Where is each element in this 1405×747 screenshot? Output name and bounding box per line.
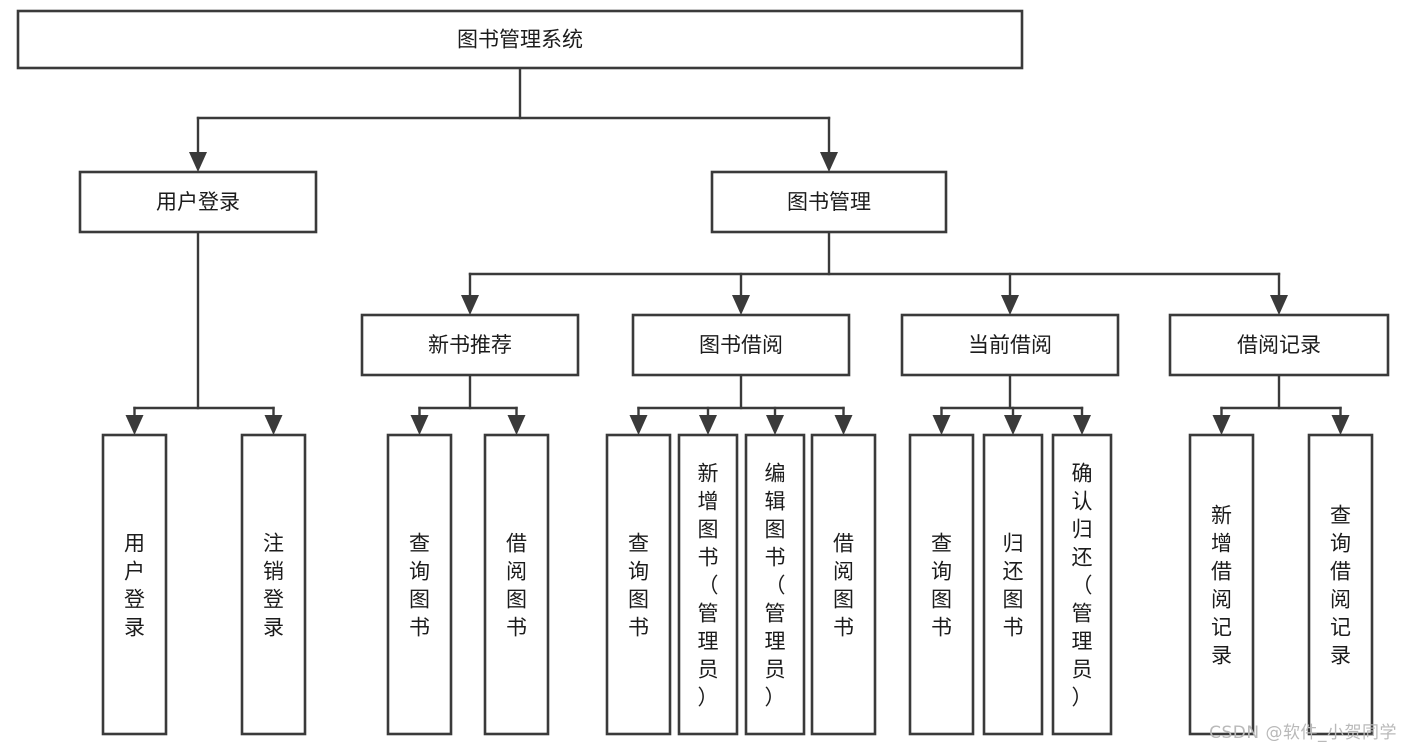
node-box-新书推荐 <box>360 313 580 377</box>
node-图书借阅[interactable]: 图书借阅 <box>631 313 851 377</box>
arrow-head-icon <box>932 415 951 435</box>
node-当前借阅[interactable]: 当前借阅 <box>900 313 1120 377</box>
node-label: 图书借阅 <box>699 333 783 357</box>
node-label: 确认归还（管理员） <box>1072 461 1093 709</box>
connector-layer <box>125 66 1350 435</box>
node-归还图书[interactable]: 归还图书 <box>982 433 1044 736</box>
node-box-图书借阅 <box>631 313 851 377</box>
node-label: 注销登录 <box>263 531 284 639</box>
node-box-用户登录 <box>78 170 318 234</box>
node-注销登录[interactable]: 注销登录 <box>240 433 307 736</box>
arrow-head-icon <box>507 415 526 435</box>
arrow-head-icon <box>766 415 784 435</box>
arrow-head-icon <box>820 152 838 172</box>
arrow-head-icon <box>264 415 283 435</box>
node-label: 查询借阅记录 <box>1330 503 1351 667</box>
node-借阅图书[interactable]: 借阅图书 <box>810 433 877 736</box>
arrow-head-icon <box>189 152 207 172</box>
node-label: 图书管理系统 <box>457 28 583 52</box>
watermark-text: CSDN @软件_小贺同学 <box>1209 723 1397 743</box>
node-box-当前借阅 <box>900 313 1120 377</box>
node-box-查询借阅记录 <box>1307 433 1374 736</box>
node-label: 新增图书（管理员） <box>698 461 719 709</box>
node-box-查询图书 <box>908 433 975 736</box>
node-label: 查询图书 <box>409 531 430 639</box>
arrow-head-icon <box>834 415 853 435</box>
node-box-注销登录 <box>240 433 307 736</box>
arrow-head-icon <box>461 295 479 315</box>
node-box-用户登录 <box>101 433 168 736</box>
node-label: 借阅记录 <box>1237 333 1321 357</box>
arrow-head-icon <box>732 295 750 315</box>
node-查询图书[interactable]: 查询图书 <box>908 433 975 736</box>
node-新增图书管理员[interactable]: 新增图书（管理员） <box>677 433 739 736</box>
node-box-编辑图书管理员 <box>744 433 806 736</box>
node-box-查询图书 <box>386 433 453 736</box>
node-box-图书管理系统 <box>16 9 1024 70</box>
node-box-借阅图书 <box>810 433 877 736</box>
node-label: 新增借阅记录 <box>1211 503 1232 667</box>
node-确认归还管理员[interactable]: 确认归还（管理员） <box>1051 433 1113 736</box>
arrow-head-icon <box>1004 415 1022 435</box>
node-box-新增图书管理员 <box>677 433 739 736</box>
node-借阅记录[interactable]: 借阅记录 <box>1168 313 1390 377</box>
node-box-确认归还管理员 <box>1051 433 1113 736</box>
node-label: 借阅图书 <box>506 531 527 639</box>
arrow-head-icon <box>1001 295 1019 315</box>
arrow-head-icon <box>125 415 144 435</box>
arrow-head-icon <box>1331 415 1350 435</box>
node-label: 归还图书 <box>1003 531 1024 639</box>
arrow-head-icon <box>1212 415 1231 435</box>
arrow-head-icon <box>410 415 429 435</box>
arrow-head-icon <box>629 415 648 435</box>
node-label: 用户登录 <box>124 531 145 639</box>
arrow-head-icon <box>699 415 717 435</box>
node-box-查询图书 <box>605 433 672 736</box>
node-label: 图书管理 <box>787 190 871 214</box>
node-查询借阅记录[interactable]: 查询借阅记录 <box>1307 433 1374 736</box>
node-图书管理系统[interactable]: 图书管理系统 <box>16 9 1024 70</box>
node-box-新增借阅记录 <box>1188 433 1255 736</box>
node-用户登录[interactable]: 用户登录 <box>78 170 318 234</box>
node-查询图书[interactable]: 查询图书 <box>605 433 672 736</box>
node-label: 新书推荐 <box>428 333 512 357</box>
node-用户登录[interactable]: 用户登录 <box>101 433 168 736</box>
node-box-图书管理 <box>710 170 948 234</box>
node-label: 借阅图书 <box>833 531 854 639</box>
node-label: 当前借阅 <box>968 333 1052 357</box>
arrow-head-icon <box>1073 415 1091 435</box>
node-新增借阅记录[interactable]: 新增借阅记录 <box>1188 433 1255 736</box>
arrow-head-icon <box>1270 295 1288 315</box>
node-新书推荐[interactable]: 新书推荐 <box>360 313 580 377</box>
node-查询图书[interactable]: 查询图书 <box>386 433 453 736</box>
node-label: 查询图书 <box>931 531 952 639</box>
node-编辑图书管理员[interactable]: 编辑图书（管理员） <box>744 433 806 736</box>
node-box-借阅图书 <box>483 433 550 736</box>
node-label: 编辑图书（管理员） <box>765 461 786 709</box>
node-box-借阅记录 <box>1168 313 1390 377</box>
node-图书管理[interactable]: 图书管理 <box>710 170 948 234</box>
node-借阅图书[interactable]: 借阅图书 <box>483 433 550 736</box>
node-box-归还图书 <box>982 433 1044 736</box>
node-layer: 图书管理系统用户登录用户登录注销登录图书管理新书推荐查询图书借阅图书图书借阅查询… <box>16 9 1390 736</box>
node-label: 用户登录 <box>156 190 240 214</box>
node-label: 查询图书 <box>628 531 649 639</box>
